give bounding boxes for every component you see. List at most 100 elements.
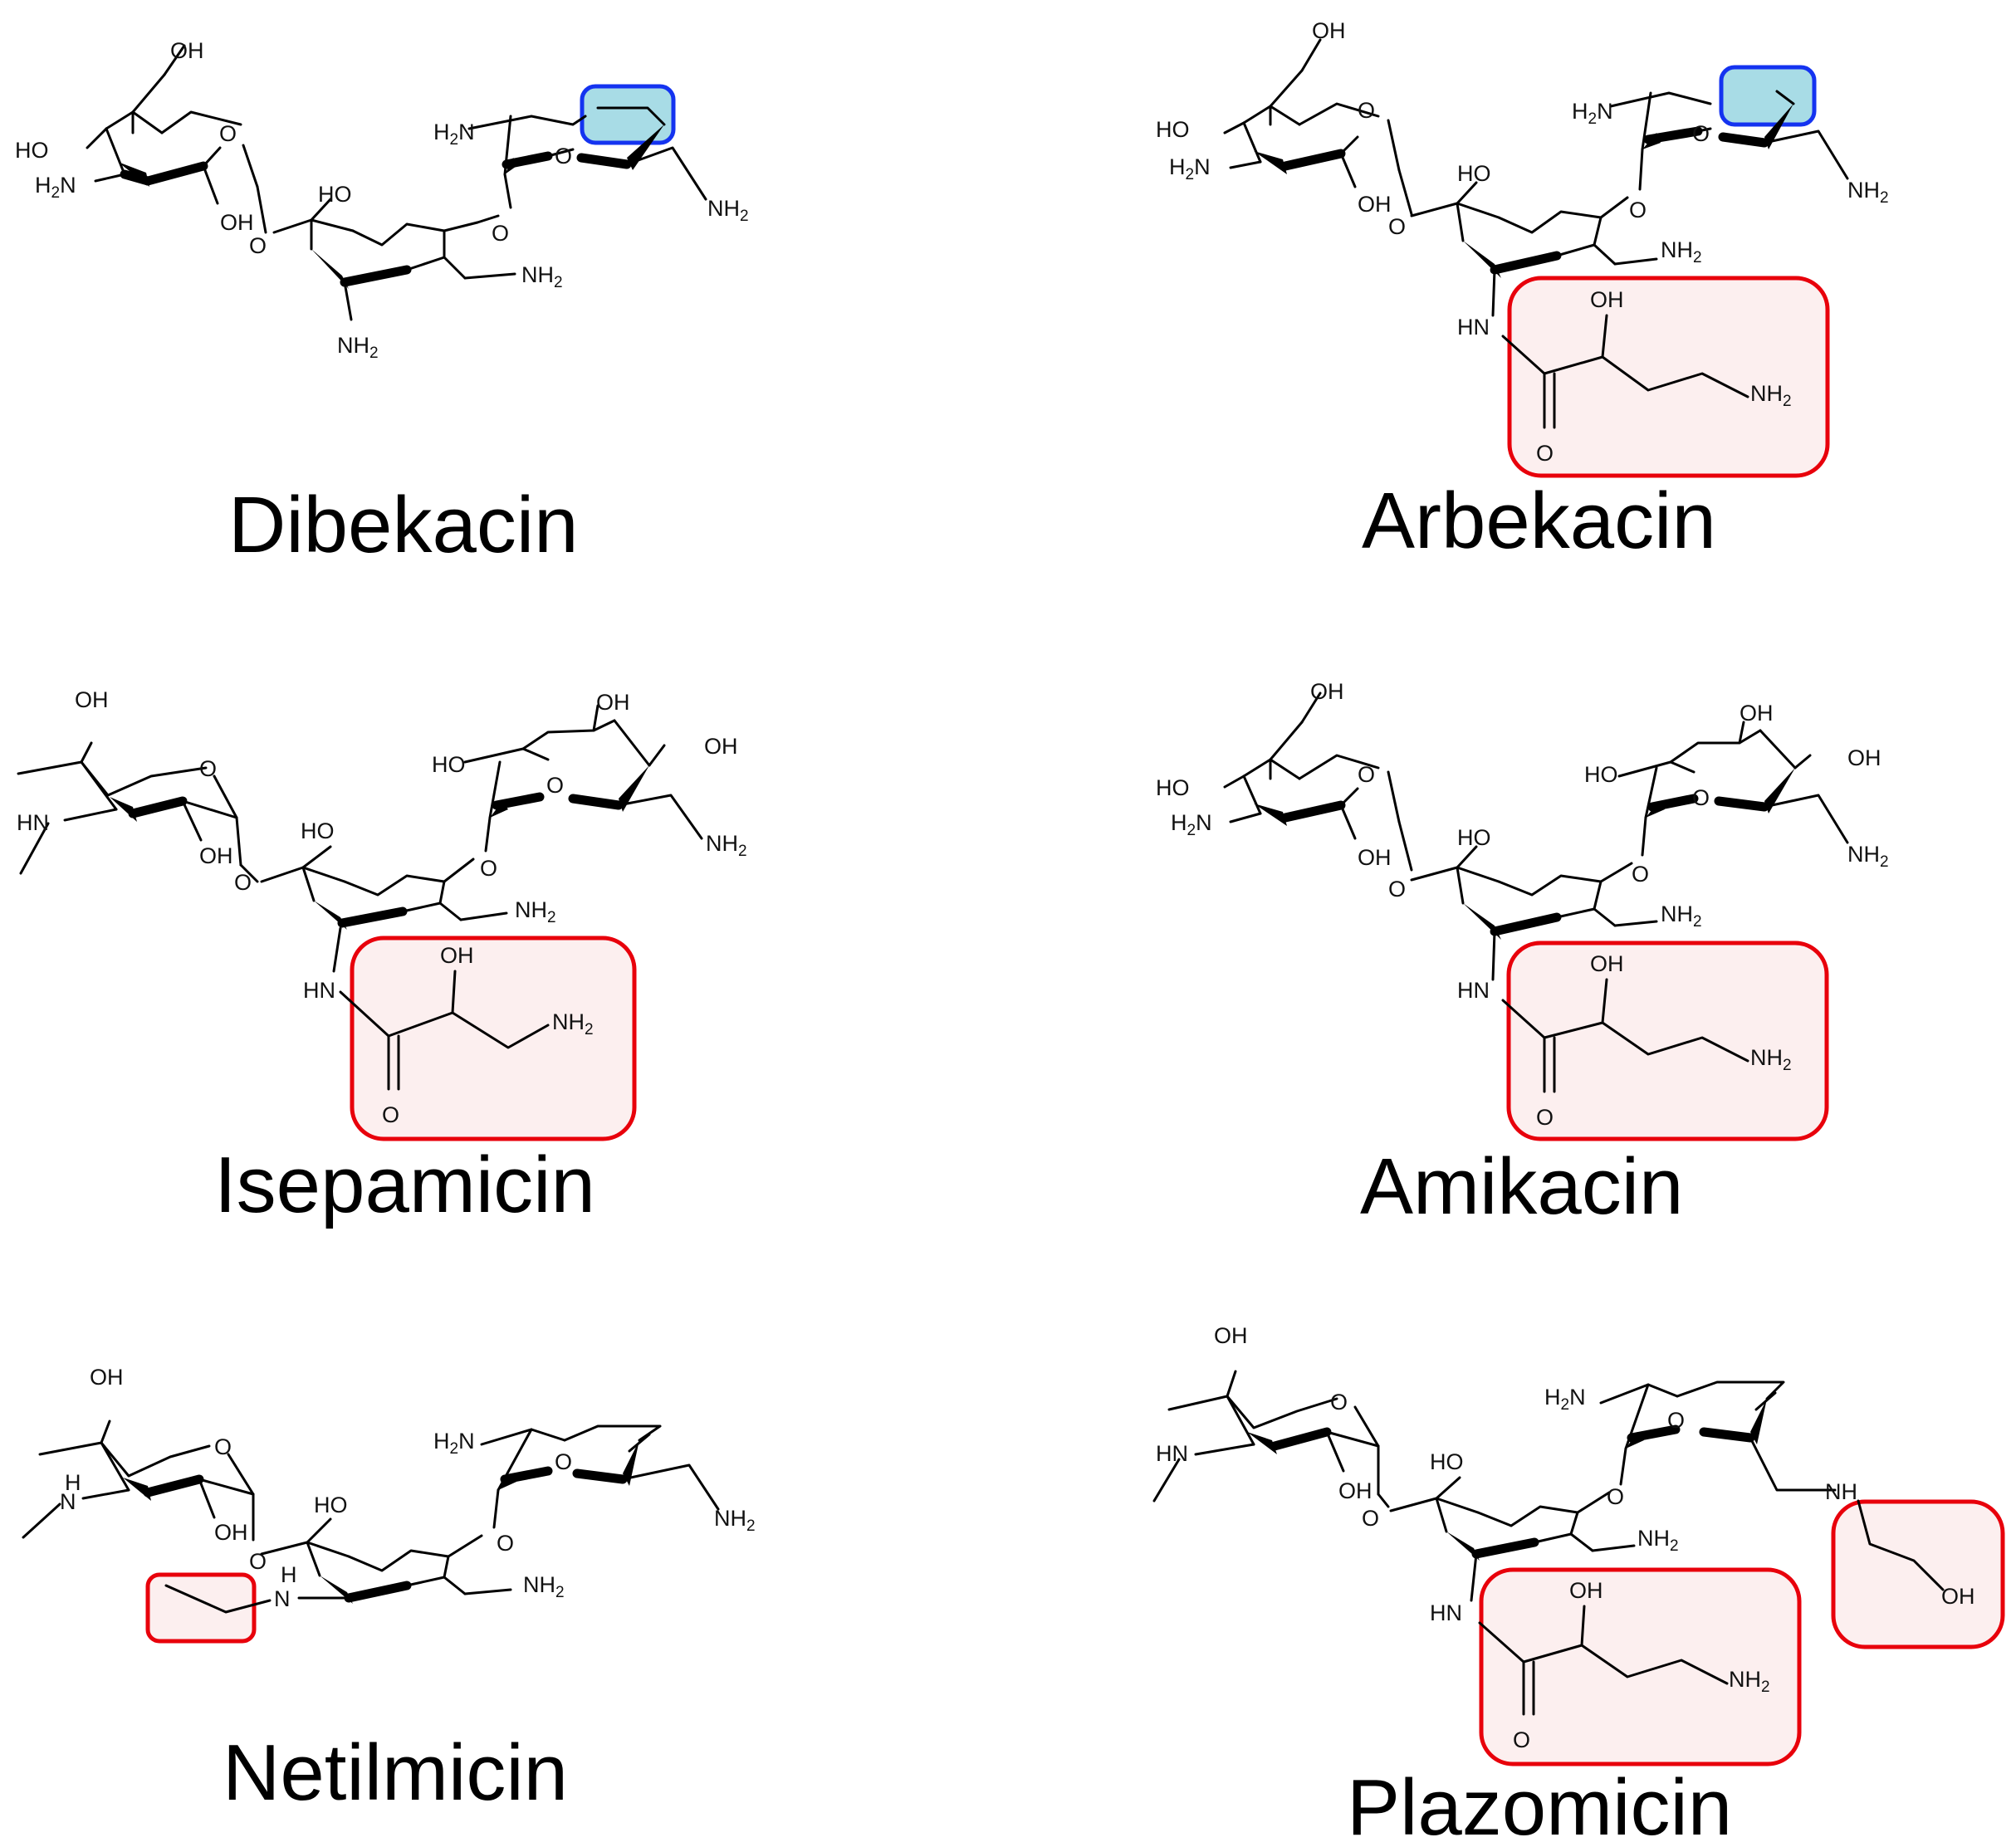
- atoms-isepamicin: OH O HN OH O HO O NH2 HN OH NH2 O OH HO …: [17, 687, 747, 1127]
- svg-text:HO: HO: [301, 818, 335, 843]
- svg-text:OH: OH: [1338, 1478, 1373, 1503]
- highlight-red-netilmicin: [145, 1572, 257, 1644]
- svg-text:O: O: [214, 1434, 232, 1459]
- svg-text:O: O: [480, 856, 497, 881]
- svg-text:NH2: NH2: [1661, 237, 1702, 266]
- atoms-netilmicin: OH O H N OH O H N HO O NH2 H2N O NH2: [60, 1365, 756, 1611]
- svg-text:O: O: [1632, 862, 1649, 887]
- svg-text:O: O: [382, 1102, 399, 1127]
- svg-text:HO: HO: [1156, 117, 1190, 142]
- svg-text:OH: OH: [214, 1520, 248, 1545]
- structure-netilmicin: [22, 1419, 720, 1614]
- svg-text:HO: HO: [314, 1493, 348, 1517]
- compound-name-plazomicin: Plazomicin: [1347, 1763, 1732, 1847]
- svg-text:O: O: [1536, 1105, 1554, 1130]
- svg-text:O: O: [1358, 98, 1375, 123]
- svg-text:OH: OH: [1941, 1584, 1975, 1609]
- svg-text:HO: HO: [1430, 1449, 1464, 1474]
- svg-text:OH: OH: [1740, 701, 1774, 726]
- structure-arbekacin: [1223, 38, 1849, 429]
- svg-text:OH: OH: [1590, 287, 1624, 312]
- svg-text:O: O: [1692, 121, 1710, 146]
- svg-text:O: O: [249, 1549, 267, 1574]
- svg-text:O: O: [199, 756, 217, 781]
- svg-text:O: O: [1692, 785, 1710, 810]
- svg-text:OH: OH: [75, 687, 109, 712]
- svg-text:O: O: [555, 144, 572, 169]
- atoms-plazomicin: OH O HN OH O HO O NH2 HN OH NH2 O H2N O …: [1156, 1323, 1975, 1752]
- svg-text:O: O: [1330, 1390, 1348, 1415]
- svg-text:NH2: NH2: [523, 1572, 565, 1601]
- svg-text:HO: HO: [432, 752, 466, 777]
- svg-text:O: O: [249, 233, 267, 258]
- svg-text:N: N: [60, 1489, 76, 1514]
- svg-text:NH2: NH2: [1847, 178, 1889, 207]
- svg-text:OH: OH: [220, 210, 254, 235]
- svg-text:OH: OH: [1312, 18, 1346, 43]
- structure-dibekacin: [86, 44, 707, 321]
- svg-text:HN: HN: [1156, 1441, 1188, 1466]
- compound-name-amikacin: Amikacin: [1360, 1142, 1683, 1231]
- svg-text:HO: HO: [1156, 775, 1190, 800]
- svg-text:N: N: [274, 1586, 291, 1611]
- svg-text:NH2: NH2: [337, 333, 379, 362]
- svg-text:O: O: [234, 870, 252, 895]
- svg-text:HN: HN: [17, 810, 49, 835]
- highlight-red-arbekacin: [1507, 276, 1830, 478]
- svg-text:H2N: H2N: [1572, 99, 1613, 128]
- svg-text:H2N: H2N: [1171, 810, 1212, 839]
- svg-text:NH2: NH2: [521, 262, 563, 291]
- svg-text:O: O: [219, 121, 237, 146]
- svg-text:HO: HO: [1457, 825, 1491, 850]
- svg-text:O: O: [1629, 198, 1647, 222]
- svg-text:OH: OH: [90, 1365, 124, 1390]
- svg-text:HN: HN: [1457, 978, 1490, 1003]
- svg-text:O: O: [1536, 441, 1554, 466]
- svg-text:H2N: H2N: [433, 120, 475, 149]
- svg-text:NH2: NH2: [1729, 1667, 1770, 1696]
- svg-text:OH: OH: [170, 38, 204, 63]
- svg-text:O: O: [492, 221, 509, 246]
- svg-text:HN: HN: [303, 978, 335, 1003]
- svg-text:HO: HO: [1584, 762, 1618, 787]
- svg-text:O: O: [555, 1449, 572, 1474]
- svg-text:OH: OH: [1358, 845, 1392, 870]
- svg-text:O: O: [1513, 1727, 1530, 1752]
- atoms-arbekacin: OH HO O H2N OH O HO O NH2 HN OH NH2 O H2…: [1156, 18, 1889, 466]
- svg-text:O: O: [1607, 1484, 1624, 1509]
- svg-text:H: H: [281, 1562, 297, 1587]
- svg-text:NH: NH: [1825, 1479, 1857, 1504]
- highlight-red-amikacin: [1506, 941, 1829, 1141]
- svg-text:OH: OH: [1847, 745, 1881, 770]
- svg-text:H2N: H2N: [433, 1429, 475, 1458]
- svg-text:O: O: [546, 773, 564, 798]
- svg-text:OH: OH: [199, 843, 233, 868]
- svg-text:O: O: [1388, 877, 1406, 902]
- svg-text:NH2: NH2: [707, 196, 749, 225]
- svg-text:O: O: [1388, 214, 1406, 239]
- svg-text:O: O: [497, 1531, 514, 1556]
- structure-plazomicin: [1152, 1370, 1945, 1716]
- svg-text:H2N: H2N: [35, 173, 76, 202]
- compound-name-isepamicin: Isepamicin: [214, 1141, 595, 1229]
- structure-isepamicin: [17, 704, 703, 1091]
- svg-text:HO: HO: [1457, 161, 1491, 186]
- svg-text:OH: OH: [440, 943, 474, 968]
- svg-text:HN: HN: [1457, 315, 1490, 340]
- svg-text:H2N: H2N: [1169, 154, 1211, 183]
- svg-text:OH: OH: [1569, 1578, 1603, 1603]
- highlight-blue-dibekacin: [580, 84, 676, 145]
- structure-amikacin: [1223, 691, 1849, 1093]
- svg-text:OH: OH: [1358, 192, 1392, 217]
- svg-text:HO: HO: [15, 138, 49, 163]
- highlight-red-plazomicin-hydroxyethyl: [1831, 1499, 2005, 1649]
- svg-text:NH2: NH2: [1661, 902, 1702, 931]
- svg-text:O: O: [1362, 1506, 1379, 1531]
- svg-text:NH2: NH2: [706, 831, 747, 860]
- svg-text:H: H: [65, 1470, 81, 1495]
- svg-text:NH2: NH2: [1637, 1526, 1679, 1555]
- svg-text:OH: OH: [1590, 951, 1624, 976]
- compound-name-arbekacin: Arbekacin: [1362, 476, 1716, 565]
- highlight-blue-arbekacin: [1719, 65, 1817, 127]
